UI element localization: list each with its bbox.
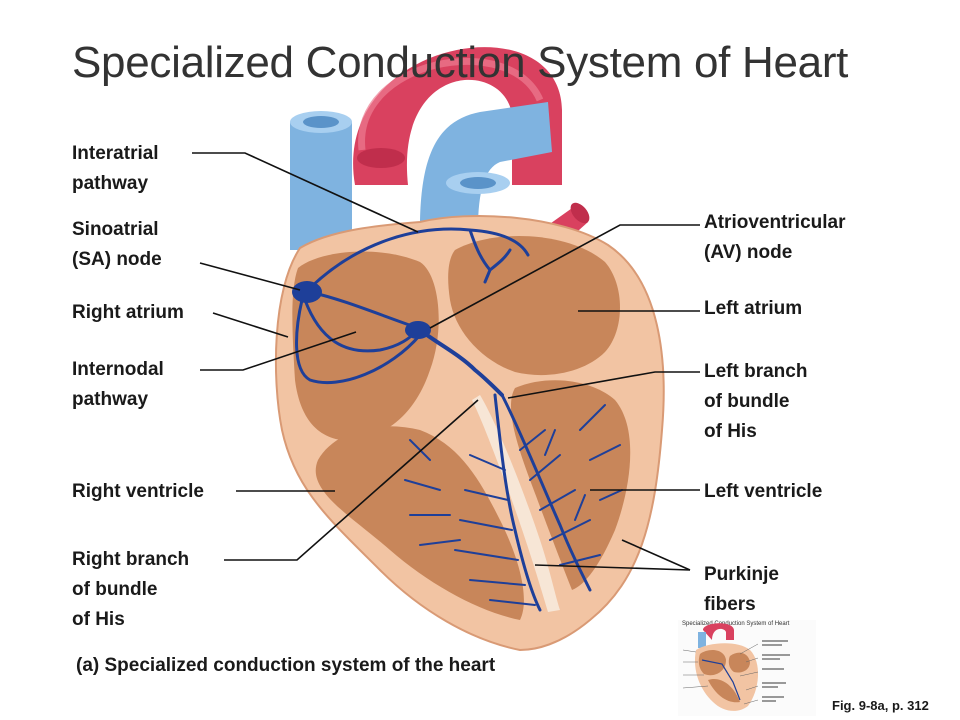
label-internodal-pathway: Internodal pathway [72,359,164,410]
figure-thumbnail: Specialized Conduction System of Heart [678,620,816,716]
leader-purkinje-a [621,539,691,571]
right-bundle-branch [493,393,542,612]
pulmonary-trunk [420,102,552,230]
aortic-arch [353,47,562,185]
sa-node [292,281,322,303]
bundle-of-his [418,328,504,397]
figure-caption: (a) Specialized conduction system of the… [76,655,496,676]
leader-lines [192,152,700,571]
left-bundle-branch [500,393,592,592]
leader-av-node [429,224,700,329]
page-title: Specialized Conduction System of Heart [72,38,849,87]
right-atrium-chamber [292,251,439,441]
internodal-pathway-posterior [295,298,422,385]
label-sa-node: Sinoatrial (SA) node [72,219,162,270]
label-av-node: Atrioventricular (AV) node [704,212,846,263]
leader-sa-node [199,262,301,291]
interventricular-septum [472,395,560,612]
figure-reference: Fig. 9-8a, p. 312 [832,698,929,713]
thumbnail-title: Specialized Conduction System of Heart [682,621,790,627]
leader-right-atrium [212,312,289,338]
label-left-branch-bundle-his: Left branch of bundle of His [704,361,808,442]
label-interatrial-pathway: Interatrial pathway [72,143,159,194]
label-purkinje-fibers: Purkinje fibers [704,564,779,615]
label-left-ventricle: Left ventricle [704,481,823,502]
interatrial-pathway [308,227,530,290]
label-left-atrium: Left atrium [704,298,803,319]
leader-purkinje-b [534,564,691,571]
leader-left-branch [507,371,700,399]
purkinje-fibers [404,404,623,606]
label-right-ventricle: Right ventricle [72,481,204,502]
leader-interatrial [192,152,419,233]
right-ventricle-chamber [315,426,524,620]
superior-vena-cava [290,111,352,250]
thumbnail-heart-icon [682,623,790,711]
av-node [405,321,431,339]
label-right-atrium: Right atrium [72,302,184,323]
internodal-pathway-middle [303,298,420,353]
leader-right-branch [224,399,479,561]
leader-internodal [200,331,357,371]
label-right-branch-bundle-his: Right branch of bundle of His [72,549,190,630]
